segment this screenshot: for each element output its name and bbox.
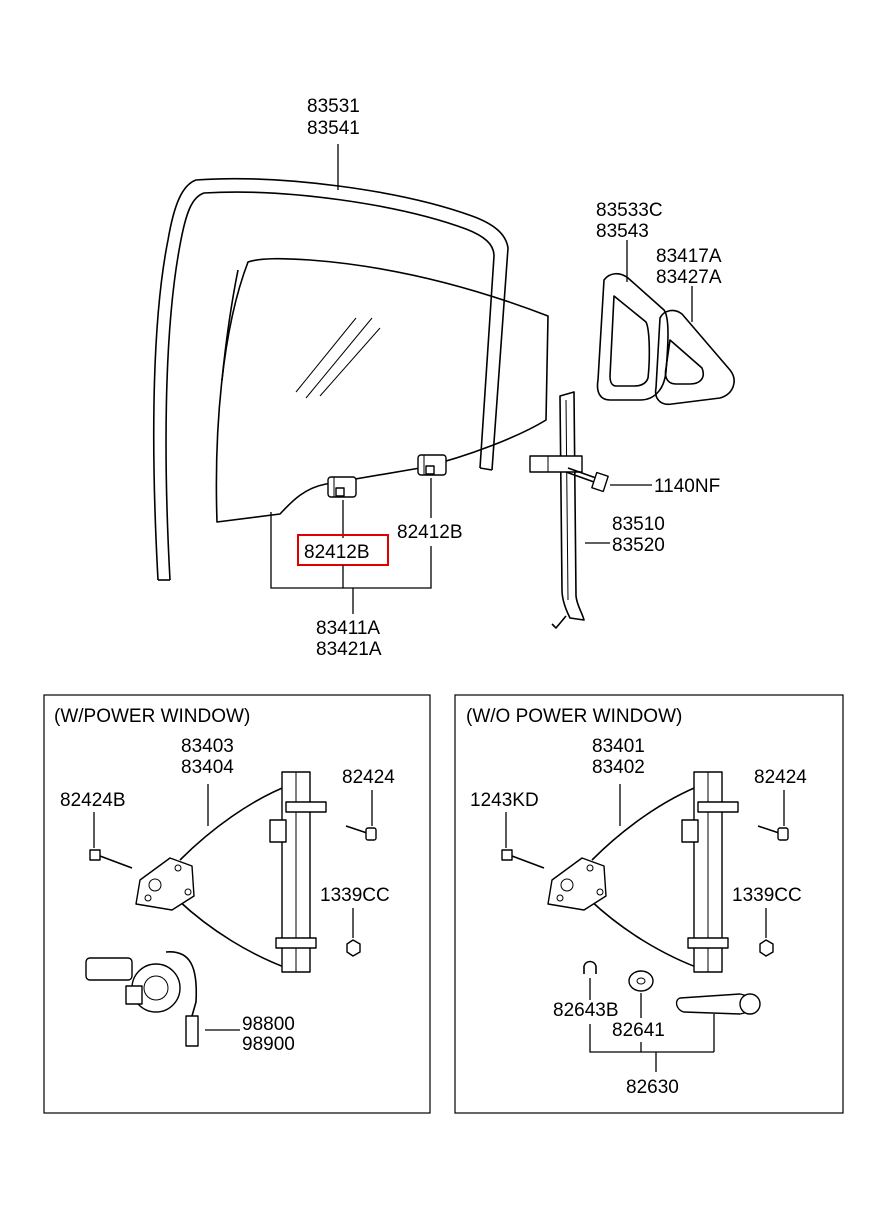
manual-screw-left-label: 1243KD: [470, 790, 539, 811]
run-channel-label-1: 83531: [307, 96, 360, 117]
manual-washer-label: 82641: [612, 1020, 665, 1041]
manual-spring-part: [583, 960, 597, 974]
run-channel-label-2: 83541: [307, 118, 360, 139]
delta-moulding-part: [596, 272, 669, 401]
glass-clip-highlighted-label: 82412B: [304, 542, 370, 563]
power-panel-title: (W/POWER WINDOW): [54, 706, 250, 727]
rear-channel-label-2: 83520: [612, 535, 665, 556]
manual-screw-right-label: 82424: [754, 767, 807, 788]
power-screw-left-label: 82424B: [60, 790, 126, 811]
power-nut-part: [346, 939, 361, 957]
manual-washer-part: [628, 970, 654, 992]
manual-nut-label: 1339CC: [732, 885, 802, 906]
delta-glass-part: [654, 309, 735, 406]
manual-handle-part: [675, 993, 761, 1015]
power-regulator-label-2: 83404: [181, 757, 234, 778]
manual-nut-part: [759, 939, 774, 957]
delta-moulding-label-2: 83543: [596, 221, 649, 242]
power-screw-right-label: 82424: [342, 767, 395, 788]
power-regulator-label-1: 83403: [181, 736, 234, 757]
manual-spring-label: 82643B: [553, 1000, 619, 1021]
power-motor-part: [85, 951, 199, 1047]
power-window-panel: [43, 694, 431, 1114]
glass-clip-label: 82412B: [397, 522, 463, 543]
bolt-label: 1140NF: [654, 476, 720, 497]
delta-glass-label-2: 83427A: [656, 267, 722, 288]
glass-assy-label-2: 83421A: [316, 639, 382, 660]
glass-assy-label-1: 83411A: [316, 618, 380, 639]
manual-regulator-label-2: 83402: [592, 757, 645, 778]
delta-moulding-label-1: 83533C: [596, 200, 663, 221]
glass-clip-right-part: [417, 454, 447, 476]
power-motor-label-2: 98900: [242, 1034, 295, 1055]
run-channel-part: [152, 177, 509, 581]
bolt-part: [565, 467, 609, 493]
manual-window-panel: [454, 694, 844, 1114]
glass-clip-left-part: [327, 476, 357, 498]
power-screw-right-part: [345, 825, 377, 841]
power-screw-left-part: [89, 849, 133, 869]
manual-panel-title: (W/O POWER WINDOW): [466, 706, 682, 727]
manual-regulator-label-1: 83401: [592, 736, 645, 757]
rear-channel-label-1: 83510: [612, 514, 665, 535]
manual-screw-right-part: [757, 825, 789, 841]
rear-channel-part: [529, 391, 585, 629]
manual-regulator-part: [547, 771, 739, 973]
manual-handle-assy-label: 82630: [626, 1077, 679, 1098]
delta-glass-label-1: 83417A: [656, 246, 722, 267]
power-regulator-part: [135, 771, 327, 973]
power-motor-label-1: 98800: [242, 1014, 295, 1035]
manual-screw-left-part: [501, 849, 545, 869]
power-nut-label: 1339CC: [320, 885, 390, 906]
